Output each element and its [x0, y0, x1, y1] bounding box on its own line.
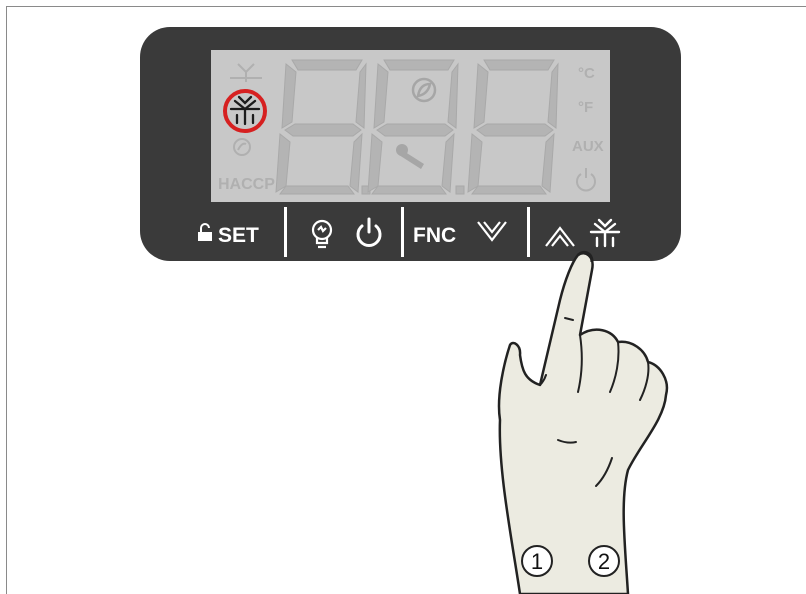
celsius-label: °C: [578, 65, 595, 82]
callout-1: 1: [522, 546, 552, 576]
fahrenheit-label: °F: [578, 99, 593, 116]
aux-label: AUX: [572, 138, 604, 155]
divider: [401, 207, 404, 257]
fnc-button-label: FNC: [413, 224, 456, 247]
fnc-button[interactable]: FNC: [413, 224, 456, 247]
divider: [284, 207, 287, 257]
callout-2: 2: [589, 546, 619, 576]
set-button-label: SET: [218, 224, 259, 247]
lcd-display: HACCP: [211, 50, 610, 202]
haccp-label: HACCP: [218, 176, 275, 193]
callout-2-label: 2: [598, 549, 610, 574]
pointing-hand-illustration: [499, 252, 667, 594]
divider: [527, 207, 530, 257]
callout-1-label: 1: [531, 549, 543, 574]
